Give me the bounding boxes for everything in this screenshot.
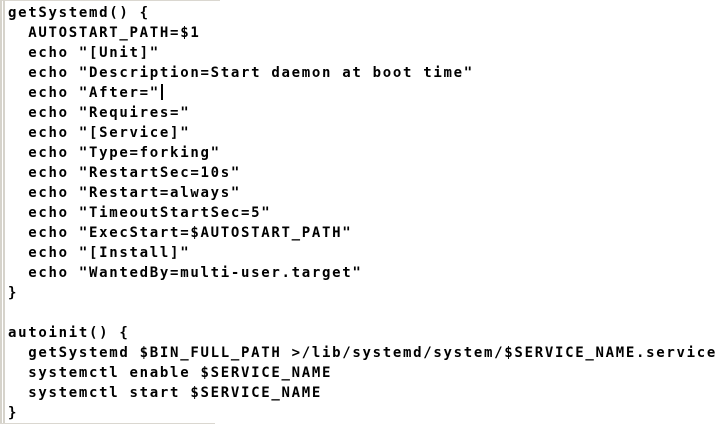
code-line[interactable]: echo "[Unit]": [8, 45, 160, 61]
code-line[interactable]: echo "[Service]": [8, 125, 191, 141]
code-line[interactable]: echo "ExecStart=$AUTOSTART_PATH": [8, 225, 353, 241]
code-line[interactable]: autoinit() {: [8, 325, 130, 341]
code-line[interactable]: getSystemd() {: [8, 5, 150, 21]
code-line[interactable]: echo "Requires=": [8, 105, 191, 121]
code-line[interactable]: }: [8, 405, 19, 421]
window-edge-left-inner: [3, 0, 5, 424]
code-line[interactable]: getSystemd $BIN_FULL_PATH >/lib/systemd/…: [8, 345, 718, 361]
code-line[interactable]: systemctl start $SERVICE_NAME: [8, 385, 322, 401]
code-line[interactable]: echo "TimeoutStartSec=5": [8, 205, 272, 221]
code-line[interactable]: }: [8, 285, 19, 301]
code-line[interactable]: echo "[Install]": [8, 245, 191, 261]
code-line[interactable]: AUTOSTART_PATH=$1: [8, 25, 201, 41]
code-line[interactable]: echo "Description=Start daemon at boot t…: [8, 65, 474, 81]
code-line[interactable]: systemctl enable $SERVICE_NAME: [8, 365, 333, 381]
code-line[interactable]: [8, 303, 726, 323]
code-editor[interactable]: getSystemd() { AUTOSTART_PATH=$1 echo "[…: [8, 3, 726, 423]
code-line[interactable]: echo "WantedBy=multi-user.target": [8, 265, 363, 281]
code-line[interactable]: echo "Type=forking": [8, 145, 221, 161]
window-edge-top: [0, 0, 220, 1]
code-line[interactable]: echo "After=": [8, 83, 726, 103]
window-edge-left-outer: [0, 0, 2, 424]
text-cursor: [160, 84, 163, 100]
code-line[interactable]: echo "Restart=always": [8, 185, 241, 201]
code-line[interactable]: echo "RestartSec=10s": [8, 165, 241, 181]
